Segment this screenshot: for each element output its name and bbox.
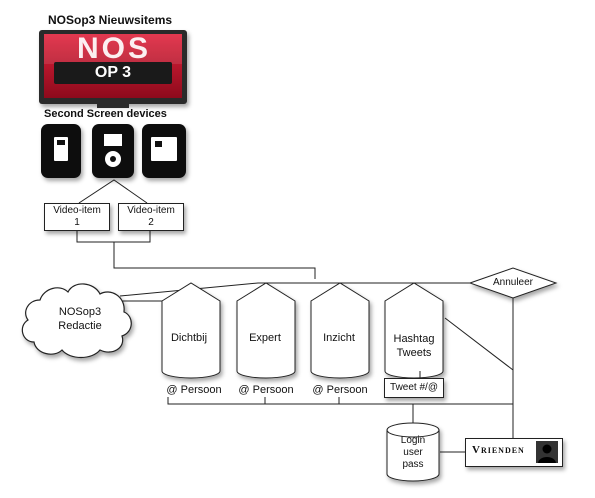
silo-hashtag-label-line1: Hashtag: [393, 333, 435, 345]
tweet-box[interactable]: Tweet #/@: [384, 378, 444, 398]
video-item-1[interactable]: Video-item 1: [44, 203, 110, 231]
tablet-icon: [142, 124, 186, 178]
user-silhouette-icon: [536, 441, 558, 463]
persoon-label-1: @ Persoon: [166, 384, 222, 396]
silo-dichtbij-label: Dichtbij: [170, 332, 208, 344]
silo-expert-label: Expert: [249, 332, 281, 344]
video-item-2-line1: Video-item: [127, 205, 175, 216]
nos-logo-text: NOS: [76, 32, 151, 65]
login-label-line2: user: [403, 447, 423, 458]
silo-expert[interactable]: [236, 282, 296, 379]
persoon-label-2: @ Persoon: [238, 384, 294, 396]
annuleer-label: Annuleer: [492, 277, 534, 288]
video-item-1-line1: Video-item: [53, 205, 101, 216]
op3-logo-text: OP 3: [94, 64, 132, 81]
redactie-label-line1: NOSop3: [58, 306, 102, 318]
silo-hashtag-label-line2: Tweets: [396, 347, 432, 359]
video-item-2-line2: 2: [148, 217, 154, 228]
redactie-label-line2: Redactie: [58, 320, 102, 332]
phone-icon: [41, 124, 81, 178]
silo-inzicht[interactable]: [310, 282, 370, 379]
persoon-label-3: @ Persoon: [312, 384, 368, 396]
diagram-title: NOSop3 Nieuwsitems: [48, 13, 173, 27]
vrienden-label: Vrienden: [472, 444, 525, 456]
silo-inzicht-label: Inzicht: [323, 332, 355, 344]
ipod-icon: [92, 124, 134, 178]
devices-label: Second Screen devices: [44, 108, 167, 120]
tv-screen: [39, 30, 187, 108]
vrienden-card[interactable]: Vrienden: [465, 438, 563, 467]
video-item-1-line2: 1: [74, 217, 80, 228]
login-label-line3: pass: [402, 459, 424, 470]
silo-dichtbij[interactable]: [161, 282, 221, 379]
annuleer-diamond[interactable]: [468, 267, 558, 299]
redactie-cloud: [21, 283, 132, 359]
login-database: [386, 422, 440, 482]
silo-hashtag[interactable]: [384, 282, 444, 379]
login-label-line1: Login: [400, 435, 426, 446]
video-item-2[interactable]: Video-item 2: [118, 203, 184, 231]
